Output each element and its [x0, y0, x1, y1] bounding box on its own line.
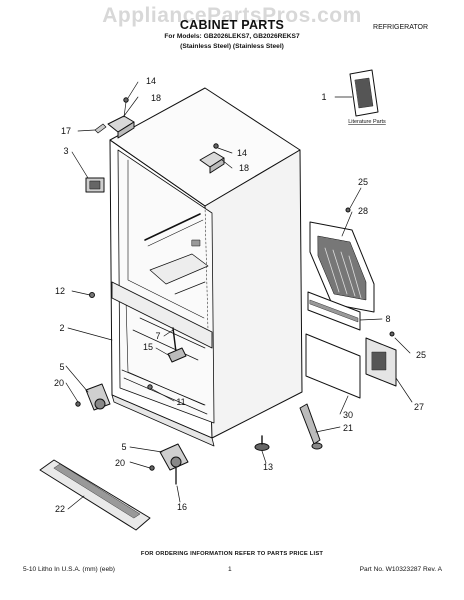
page-number: 1: [228, 566, 232, 573]
callout-20-left: 20: [54, 378, 64, 388]
literature-booklet: [349, 69, 379, 117]
callout-16: 16: [177, 502, 187, 512]
callout-11: 11: [176, 397, 185, 407]
lower-hinge-left: [75, 383, 111, 411]
callout-14-top-left: 14: [146, 76, 156, 86]
light-switch-part: [85, 177, 105, 193]
appliance-category: REFRIGERATOR: [373, 24, 428, 31]
literature-parts-label: Literature Parts: [348, 119, 386, 125]
model-variants: (Stainless Steel) (Stainless Steel): [180, 43, 284, 50]
leveling-leg: [299, 403, 323, 450]
callout-20-right: 20: [115, 458, 125, 468]
lower-hinge-right: [149, 443, 189, 485]
callout-2: 2: [59, 323, 64, 333]
top-hinge-right: [199, 143, 225, 174]
callout-1: 1: [321, 92, 326, 102]
callout-3: 3: [63, 146, 68, 156]
callout-25-upper: 25: [358, 177, 368, 187]
callout-12: 12: [55, 286, 65, 296]
callout-17: 17: [61, 126, 71, 136]
callout-28: 28: [358, 206, 368, 216]
callout-5-left: 5: [59, 362, 64, 372]
cabinet-body: [109, 87, 303, 447]
rear-access-panel: [309, 207, 375, 313]
page-title: CABINET PARTS: [179, 18, 285, 32]
callout-30: 30: [343, 410, 353, 420]
glide-foot: [254, 435, 270, 451]
callout-18-top-left: 18: [151, 93, 161, 103]
toe-grille-strip: [307, 291, 361, 331]
callout-14-top-right: 14: [237, 148, 247, 158]
watermark: AppliancePartsPros.com: [102, 4, 362, 27]
mounting-bracket: [365, 331, 397, 387]
callout-13: 13: [263, 462, 273, 472]
litho-info: 5-10 Litho In U.S.A. (mm) (eeb): [23, 566, 115, 573]
base-grille: [39, 459, 151, 531]
top-hinge-left: [107, 97, 135, 139]
callout-7: 7: [155, 331, 160, 341]
leader-lines: [65, 81, 413, 510]
callout-18-top-right: 18: [239, 163, 249, 173]
callout-15: 15: [143, 342, 153, 352]
callout-8: 8: [385, 314, 390, 324]
callout-22: 22: [55, 504, 65, 514]
hinge-shim: [94, 123, 107, 134]
callout-5-right: 5: [121, 442, 126, 452]
callout-21: 21: [343, 423, 353, 433]
center-hardware: [167, 327, 187, 363]
mullion-screws: [89, 292, 153, 390]
callout-numbers: 14 18 1 17 3 14 18 25 28 12 2 8 7 15 25 …: [54, 76, 426, 514]
callout-25-lower: 25: [416, 350, 426, 360]
side-cover-panel: [305, 333, 361, 399]
ordering-note: FOR ORDERING INFORMATION REFER TO PARTS …: [140, 551, 324, 557]
callout-27: 27: [414, 402, 424, 412]
part-number: Part No. W10323287 Rev. A: [359, 566, 442, 573]
model-numbers: For Models: GB2026LEKS7, GB2026REKS7: [164, 33, 300, 40]
